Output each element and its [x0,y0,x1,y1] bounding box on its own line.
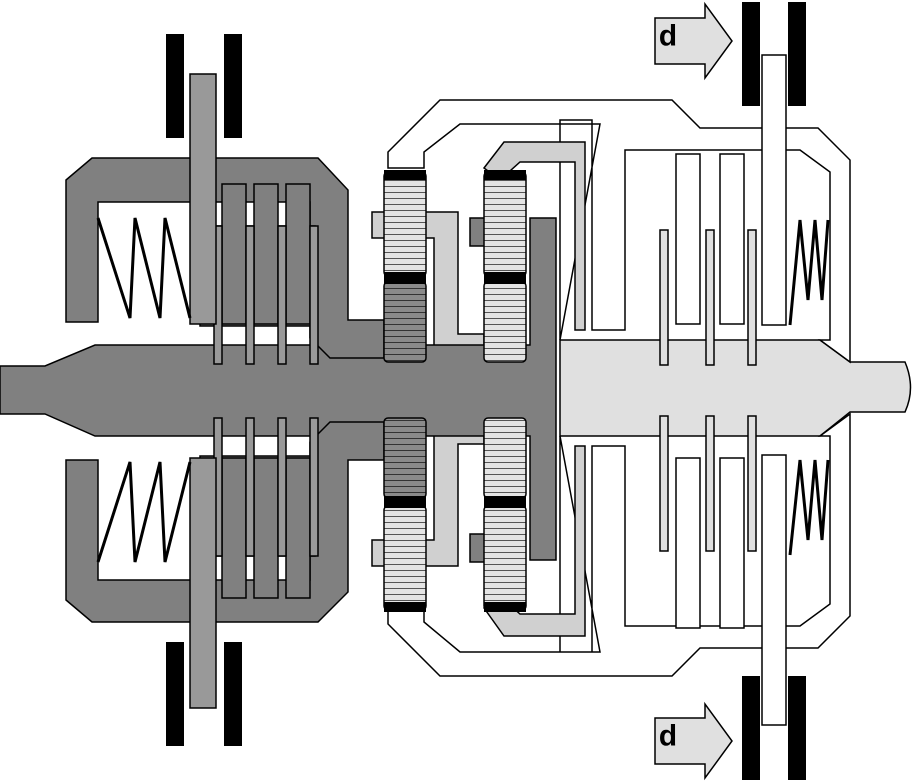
right-clutch-disc [719,457,745,629]
right-brake-band [788,2,806,106]
right-clutch-plate [659,229,669,366]
left-clutch-plate [253,183,279,325]
left-clutch-plate [285,183,311,325]
right-brake-band [742,676,760,780]
left-piston-rod [189,73,217,325]
right-clutch-plate [659,415,669,552]
planet-gear [483,281,527,363]
pressure-arrow-icon [654,701,733,781]
pressure-arrow-icon [654,1,733,81]
left-brake-band [166,34,184,138]
gear-cap [484,272,526,284]
gear-cap [484,602,526,612]
output-drum-top [387,99,851,364]
left-clutch-disc [245,225,255,365]
right-piston-rod [761,454,787,726]
left-clutch-disc [277,417,287,557]
left-clutch-disc [245,417,255,557]
sun-gear [383,417,427,499]
planet-gear [383,505,427,611]
planet-gear [483,417,527,499]
left-clutch-disc [309,225,319,365]
right-return-spring [788,459,830,556]
planet-gear [383,171,427,277]
left-clutch-plate [221,183,247,325]
left-clutch-disc [277,225,287,365]
left-clutch-plate [221,457,247,599]
left-brake-band [224,642,242,746]
gear-cap [384,272,426,284]
left-clutch-plate [285,457,311,599]
sun-gear [383,281,427,363]
planet-gear [483,171,527,277]
left-brake-band [166,642,184,746]
left-piston-rod [189,457,217,709]
right-clutch-disc [675,457,701,629]
left-clutch-disc [309,417,319,557]
planet-gear [483,505,527,611]
right-clutch-plate [747,415,757,552]
input-shaft [0,217,557,561]
left-clutch-plate [253,457,279,599]
output-shaft [559,339,912,437]
gear-cap [484,496,526,508]
right-return-spring [788,219,830,326]
gear-cap [384,602,426,612]
right-clutch-plate [705,415,715,552]
right-clutch-plate [705,229,715,366]
left-return-spring [96,461,192,563]
gear-cap [384,496,426,508]
right-brake-band [788,676,806,780]
left-brake-band [224,34,242,138]
right-clutch-plate [747,229,757,366]
right-piston-rod [761,54,787,326]
pressure-label-bottom: p [659,723,677,756]
gear-cap [484,170,526,180]
pressure-label-top: p [659,23,677,56]
right-clutch-disc [675,153,701,325]
output-drum-bottom [387,412,851,677]
gear-cap [384,170,426,180]
right-clutch-disc [719,153,745,325]
right-brake-band [742,2,760,106]
left-return-spring [96,217,192,319]
